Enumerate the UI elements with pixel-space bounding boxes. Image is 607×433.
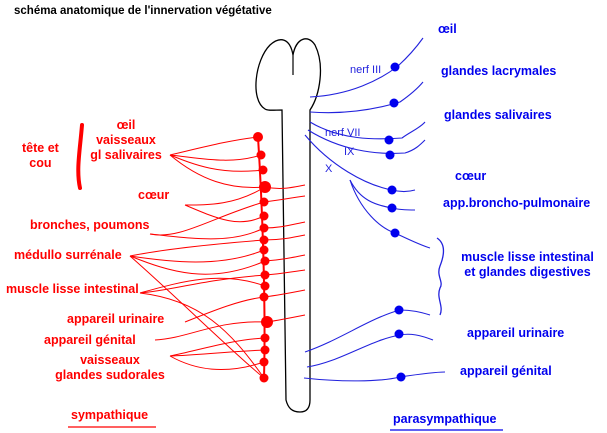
para-target-broncho-pulmonaire: app.broncho-pulmonaire bbox=[443, 196, 591, 210]
sym-target-coeur: cœur bbox=[138, 188, 170, 202]
parasympathetic-ganglion bbox=[387, 203, 397, 213]
sympathetic-ganglion bbox=[260, 281, 270, 291]
parasympathetic-fibers bbox=[303, 37, 446, 382]
sympathetic-ganglion bbox=[259, 197, 269, 207]
sympathetic-fiber bbox=[149, 195, 306, 236]
sympathetic-ganglion bbox=[259, 357, 269, 367]
parasympathique-heading: parasympathique bbox=[393, 412, 497, 426]
sym-target-vaisseaux-glandes: vaisseaux glandes sudorales bbox=[50, 353, 170, 383]
sympathetic-ganglion bbox=[260, 256, 270, 266]
para-target-oeil: œil bbox=[438, 22, 457, 36]
sym-target-oeil: œil bbox=[116, 118, 136, 132]
nerve-label-VII: nerf VII bbox=[325, 127, 361, 139]
sympathetic-fiber bbox=[139, 277, 266, 294]
sympathetic-fiber bbox=[169, 355, 265, 370]
sym-target-gl-salivaires: gl salivaires bbox=[90, 148, 162, 162]
para-target-glandes-salivaires: glandes salivaires bbox=[444, 108, 552, 122]
sympathetic-fiber bbox=[129, 249, 265, 263]
sympathetic-fiber bbox=[139, 269, 306, 294]
sympathetic-fiber bbox=[129, 255, 265, 379]
parasympathetic-ganglion bbox=[396, 372, 406, 382]
sympathetic-ganglion bbox=[260, 345, 270, 355]
sympathetic-fiber bbox=[139, 292, 265, 379]
sympathetic-fiber bbox=[169, 154, 266, 188]
parasympathetic-fiber bbox=[349, 179, 416, 211]
para-target-digestive: muscle lisse intestinal et glandes diges… bbox=[455, 250, 600, 280]
parasympathetic-ganglion bbox=[394, 329, 404, 339]
sympathetic-ganglion bbox=[258, 165, 268, 175]
digestive-brace bbox=[436, 237, 445, 316]
sympathetic-fiber bbox=[169, 154, 264, 172]
parasympathetic-ganglion bbox=[394, 305, 404, 315]
diagram-title: schéma anatomique de l'innervation végét… bbox=[14, 5, 272, 17]
nerve-label-IX: IX bbox=[344, 146, 355, 158]
sym-target-appareil-urinaire: appareil urinaire bbox=[67, 312, 165, 326]
para-target-appareil-urinaire: appareil urinaire bbox=[467, 326, 565, 340]
sympathetic-ganglion-chain bbox=[253, 132, 273, 383]
sympathetic-ganglion bbox=[259, 181, 271, 193]
sympathetic-fiber bbox=[154, 314, 306, 341]
nerve-label-X: X bbox=[325, 163, 333, 175]
sympathetic-ganglion bbox=[253, 132, 263, 142]
head-bracket bbox=[76, 123, 84, 190]
parasympathetic-fiber bbox=[309, 121, 426, 140]
sympathetic-ganglion bbox=[259, 245, 269, 255]
sym-target-muscle-intestinal: muscle lisse intestinal bbox=[6, 282, 139, 296]
head-neck-label: tête et cou bbox=[22, 141, 59, 171]
sympathetic-fibers bbox=[129, 136, 306, 379]
sympathetic-fiber bbox=[169, 154, 262, 161]
parasympathetic-ganglion bbox=[390, 62, 400, 72]
sym-target-appareil-genital: appareil génital bbox=[44, 333, 136, 347]
sympathetic-fiber bbox=[129, 234, 306, 257]
sympathetic-ganglion bbox=[256, 150, 266, 160]
sympathetic-fiber bbox=[184, 289, 306, 323]
sympathetic-fiber bbox=[149, 221, 306, 240]
head-targets-list: œil vaisseaux gl salivaires bbox=[86, 118, 166, 163]
sympathetic-fiber bbox=[169, 349, 266, 357]
sympathetic-ganglion bbox=[260, 270, 270, 280]
sympathetic-fiber bbox=[184, 204, 265, 223]
sympathetic-ganglion bbox=[260, 333, 270, 343]
para-target-appareil-genital: appareil génital bbox=[460, 364, 552, 378]
parasympathetic-fiber bbox=[309, 81, 424, 114]
parasympathetic-fiber bbox=[307, 129, 426, 154]
sympathetic-ganglion bbox=[261, 316, 273, 328]
sym-target-medullo-surrenale: médullo surrénale bbox=[14, 248, 122, 262]
parasympathetic-fiber bbox=[306, 333, 434, 368]
sympathetic-ganglion bbox=[259, 292, 269, 302]
sympathique-heading: sympathique bbox=[71, 408, 149, 422]
parasympathetic-ganglion bbox=[389, 98, 399, 108]
sympathetic-fiber bbox=[129, 254, 306, 275]
sym-target-bronches: bronches, poumons bbox=[30, 218, 150, 232]
sympathetic-fiber bbox=[184, 184, 306, 206]
head-label-line1: tête et bbox=[22, 141, 59, 155]
nerve-label-III: nerf III bbox=[350, 64, 382, 76]
sympathetic-fiber bbox=[169, 337, 266, 357]
sympathetic-ganglion bbox=[259, 211, 269, 221]
sympathetic-ganglion bbox=[259, 235, 269, 245]
parasympathetic-fiber bbox=[304, 134, 416, 193]
parasympathetic-fiber bbox=[303, 371, 446, 382]
parasympathetic-ganglion bbox=[384, 135, 394, 145]
para-digestive-line2: et glandes digestives bbox=[464, 265, 591, 279]
parasympathetic-ganglion bbox=[390, 228, 400, 238]
para-target-coeur: cœur bbox=[455, 169, 487, 183]
parasympathetic-ganglion bbox=[385, 150, 395, 160]
para-target-glandes-lacrymales: glandes lacrymales bbox=[441, 64, 557, 78]
parasympathetic-ganglia bbox=[384, 62, 406, 382]
sym-last-line1: vaisseaux bbox=[80, 353, 140, 367]
sympathetic-ganglion bbox=[259, 223, 269, 233]
sym-target-vaisseaux: vaisseaux bbox=[96, 133, 156, 147]
parasympathetic-ganglion bbox=[387, 185, 397, 195]
brain-spinal-cord-outline bbox=[255, 38, 322, 413]
head-label-line2: cou bbox=[29, 156, 52, 170]
para-digestive-line1: muscle lisse intestinal bbox=[461, 250, 594, 264]
sympathetic-fiber bbox=[169, 136, 259, 156]
sym-last-line2: glandes sudorales bbox=[55, 368, 165, 382]
sympathetic-ganglion bbox=[259, 373, 269, 383]
